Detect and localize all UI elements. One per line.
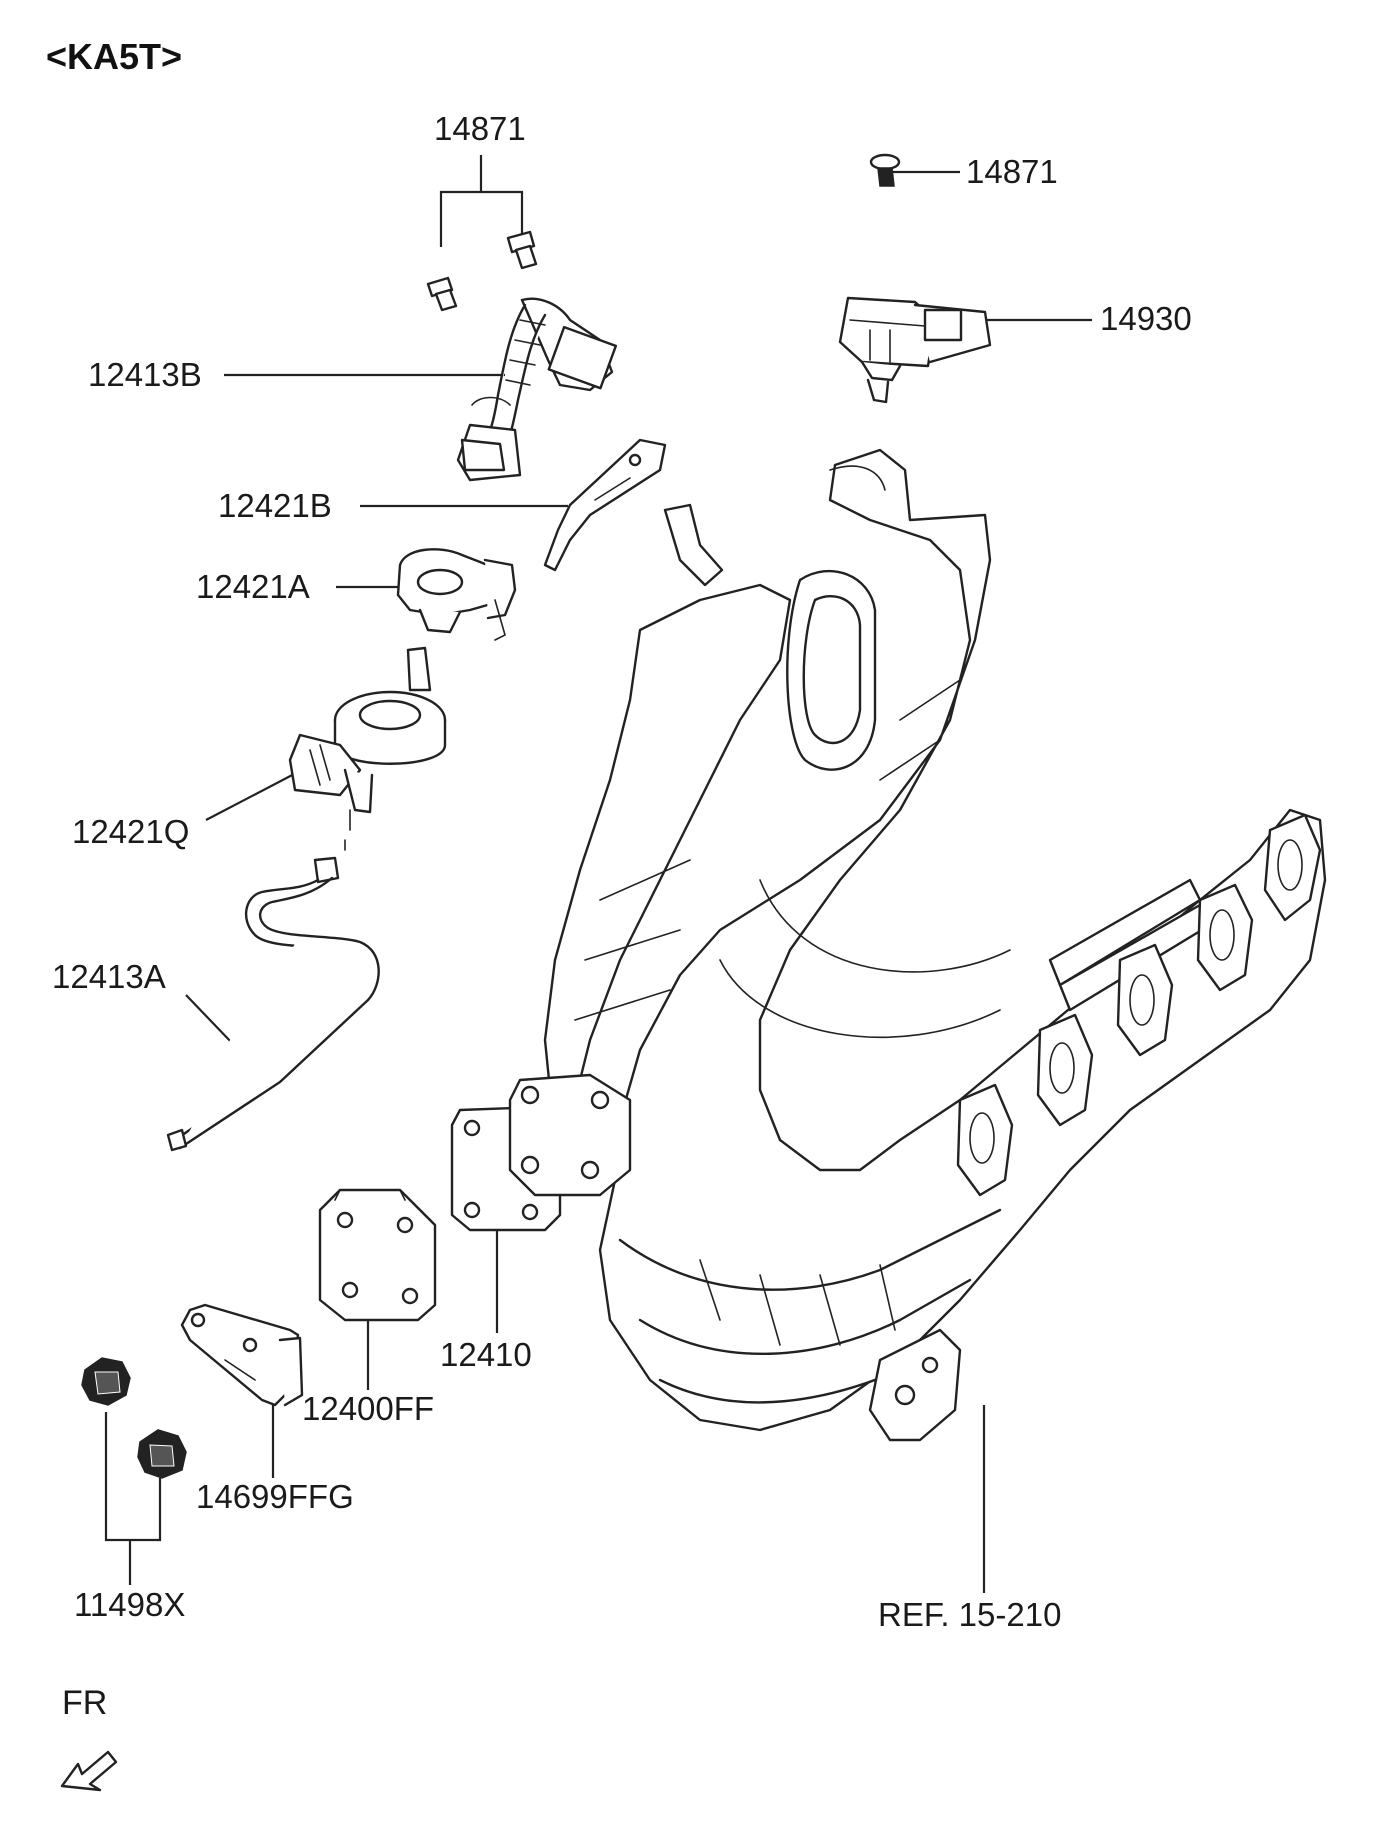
front-direction-arrow-icon xyxy=(60,1750,118,1792)
label-12413B: 12413B xyxy=(88,356,202,393)
leader-11498X xyxy=(104,1412,162,1542)
leader-lines xyxy=(104,155,1092,1593)
intake-manifold xyxy=(508,448,1327,1442)
bracket-14699FFG xyxy=(180,1303,304,1407)
nut-11498X-lower xyxy=(137,1429,187,1479)
label-12421Q: 12421Q xyxy=(72,813,190,850)
label-ref-15-210: REF. 15-210 xyxy=(878,1596,1062,1633)
label-12413A: 12413A xyxy=(52,958,166,995)
nut-11498X-upper xyxy=(81,1357,131,1406)
bolt-14871-upper-right xyxy=(869,153,901,187)
hose-12413A xyxy=(166,856,380,1152)
bolt-14871-right xyxy=(506,230,538,270)
bolt-14871-left xyxy=(426,276,458,312)
bracket-12421B xyxy=(543,438,667,572)
sensor-12421Q xyxy=(288,646,447,851)
leader-12421Q xyxy=(205,771,299,821)
sensor-12421A xyxy=(396,548,517,641)
sensor-14930 xyxy=(838,296,992,404)
label-14871-top: 14871 xyxy=(434,110,526,147)
label-14871-right: 14871 xyxy=(966,153,1058,190)
label-12421B: 12421B xyxy=(218,487,332,524)
label-12400FF: 12400FF xyxy=(302,1390,435,1427)
label-14930: 14930 xyxy=(1100,300,1192,337)
hose-12413B xyxy=(456,297,618,482)
cover-plate-12400FF xyxy=(318,1188,437,1322)
label-12410: 12410 xyxy=(440,1336,532,1373)
label-14699FFG: 14699FFG xyxy=(196,1478,354,1515)
label-12421A: 12421A xyxy=(196,568,310,605)
label-11498X: 11498X xyxy=(74,1586,186,1623)
front-direction-label: FR xyxy=(62,1684,108,1722)
model-code-title: <KA5T> xyxy=(46,36,183,77)
